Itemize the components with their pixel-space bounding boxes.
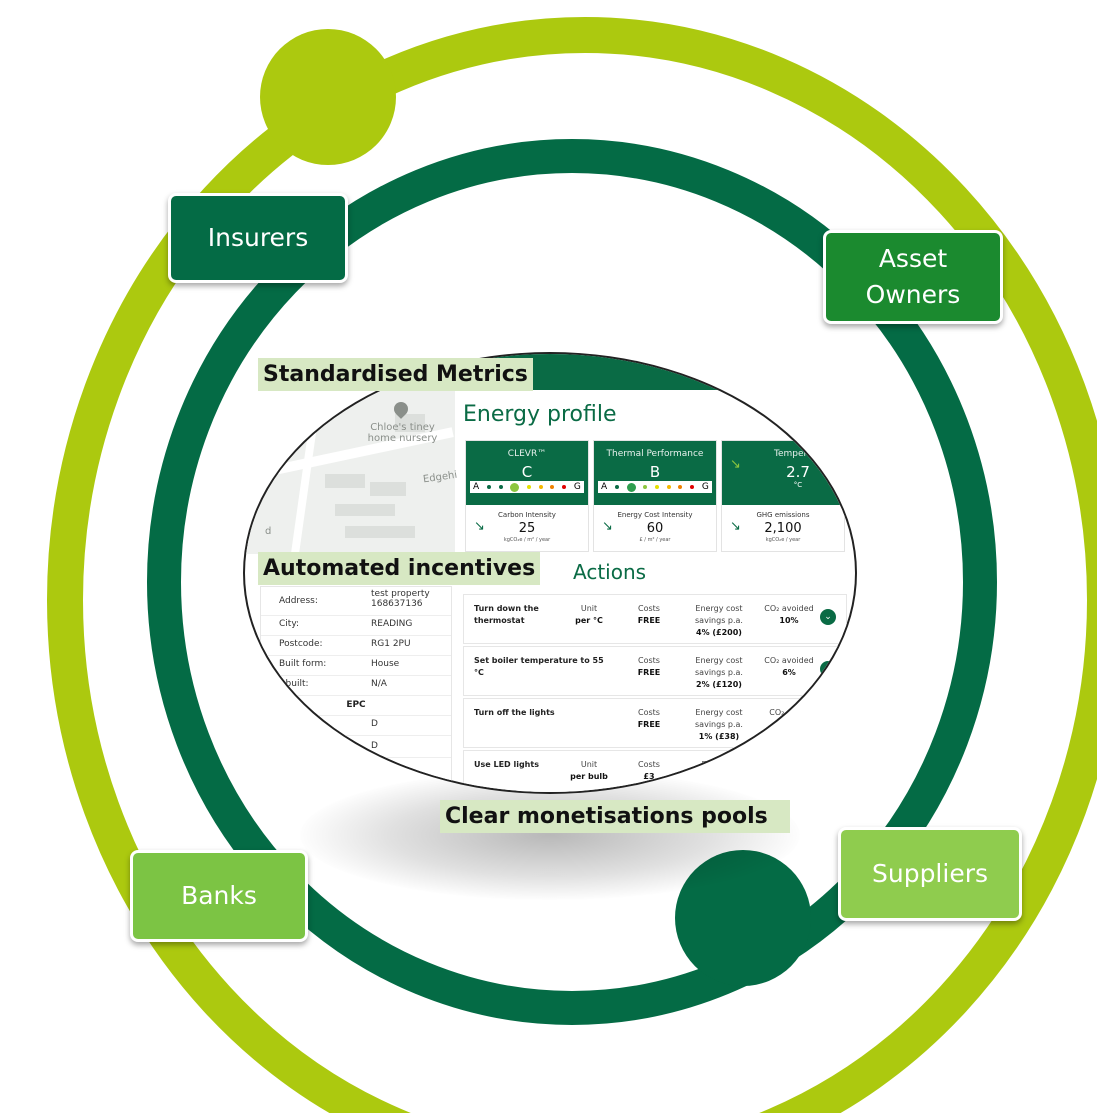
- detail-efficiency: ency:D: [261, 715, 451, 736]
- clear-monetisation-pools-tag: Clear monetisations pools: [440, 800, 790, 833]
- insurers-box[interactable]: Insurers: [168, 193, 348, 283]
- insurers-label: Insurers: [207, 222, 309, 252]
- epc-heading: EPC: [261, 695, 451, 716]
- detail-built-form: Built form:House: [261, 655, 451, 676]
- card-unit: °C: [793, 481, 803, 489]
- energy-profile-title: Energy profile: [463, 402, 617, 427]
- metric-label: Energy Cost Intensity: [617, 511, 693, 519]
- trend-down-icon: ↘: [730, 519, 741, 534]
- trend-down-icon: ↘: [730, 457, 741, 472]
- trend-down-icon: ↘: [474, 519, 485, 534]
- card-title: Temperatu: [774, 449, 822, 459]
- metric-unit: £ / m² / year: [639, 537, 671, 543]
- rating-scale: A G: [598, 481, 712, 493]
- chevron-down-icon[interactable]: ⌄: [820, 661, 836, 677]
- detail-year-built: r built:N/A: [261, 675, 451, 696]
- card-rating: B: [649, 463, 661, 481]
- detail-postcode: Postcode:RG1 2PU: [261, 635, 451, 656]
- metric-value: 60: [646, 521, 664, 536]
- detail-extra: D: [261, 737, 451, 758]
- actions-title: Actions: [573, 560, 647, 584]
- rating-scale: A G: [470, 481, 584, 493]
- banks-box[interactable]: Banks: [130, 850, 308, 942]
- card-value: 2.7: [786, 463, 810, 481]
- card-rating: C: [521, 463, 533, 481]
- card-title: CLEVR™: [507, 449, 547, 459]
- trend-down-icon: ↘: [602, 519, 613, 534]
- outer-ring: [47, 17, 1097, 1113]
- map-street-label: Edgehi: [422, 469, 458, 486]
- metric-unit: kgCO₂e / m² / year: [503, 537, 551, 543]
- outer-ring-node: [260, 29, 396, 165]
- detail-city: City:READING: [261, 615, 451, 636]
- inner-ring: [147, 139, 997, 1025]
- map-label: Chloe's tiney home nursery: [367, 422, 438, 444]
- banks-label: Banks: [181, 880, 257, 910]
- metric-label: Carbon Intensity: [498, 511, 556, 519]
- suppliers-label: Suppliers: [871, 858, 989, 888]
- metric-unit: kgCO₂e / year: [765, 537, 801, 543]
- chevron-down-icon[interactable]: ⌄: [820, 609, 836, 625]
- temperature-card[interactable]: ↘ Temperatu 2.7 °C ↘ GHG emissions 2,100…: [721, 440, 845, 552]
- metric-value: 25: [518, 521, 536, 536]
- card-title: Thermal Performance: [606, 449, 704, 459]
- automated-incentives-tag: Automated incentives: [258, 552, 541, 585]
- map-letter: d: [265, 526, 272, 537]
- clevr-card[interactable]: CLEVR™ C A G ↘ Carbon Intensity 25 kgCO₂…: [465, 440, 589, 552]
- metric-label: GHG emissions: [756, 511, 810, 519]
- metric-value: 2,100: [764, 521, 802, 536]
- suppliers-box[interactable]: Suppliers: [838, 827, 1022, 921]
- inner-ring-node: [675, 850, 811, 986]
- standardised-metrics-tag: Standardised Metrics: [258, 358, 533, 391]
- thermal-performance-card[interactable]: Thermal Performance B A G ↘ Energy Cost …: [593, 440, 717, 552]
